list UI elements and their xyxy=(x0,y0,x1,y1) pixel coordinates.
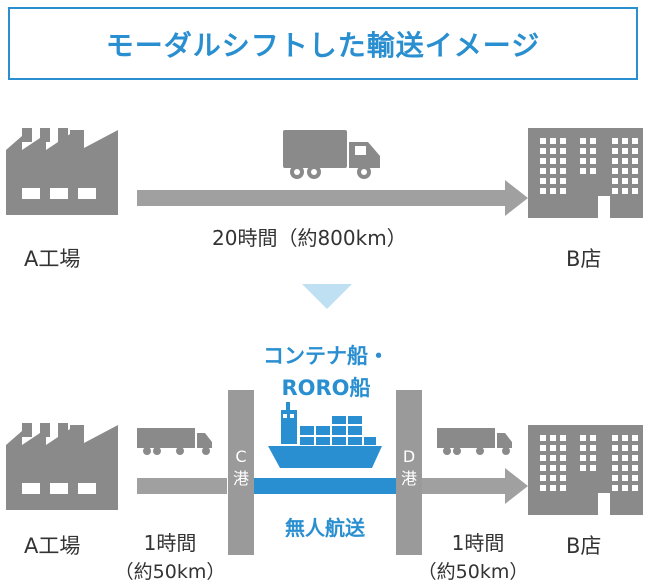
port-d-letter: D xyxy=(402,447,416,466)
port-c-pillar xyxy=(228,390,254,555)
right-leg-time: 1時間 xyxy=(451,531,505,555)
down-arrow-icon xyxy=(302,284,352,309)
top-origin-label: A工場 xyxy=(24,247,81,271)
top-dest-label: B店 xyxy=(566,247,602,271)
top-route-label: 20時間（約800km） xyxy=(212,226,407,250)
right-road-arrow xyxy=(422,468,528,504)
building-icon xyxy=(528,425,643,515)
page-title: モーダルシフトした輸送イメージ xyxy=(105,28,541,62)
truck-icon xyxy=(283,130,380,179)
top-route-arrow xyxy=(137,180,528,216)
left-leg-distance: （約50km） xyxy=(114,561,226,583)
left-road-bar xyxy=(137,478,227,494)
ship-label-line1: コンテナ船・ xyxy=(263,344,389,368)
sea-route-bar xyxy=(254,478,396,494)
title-box: モーダルシフトした輸送イメージ xyxy=(8,7,638,80)
bottom-dest-label: B店 xyxy=(566,534,602,558)
right-leg-distance: （約50km） xyxy=(417,561,529,583)
container-ship-icon xyxy=(268,402,382,468)
bottom-origin-label: A工場 xyxy=(24,534,81,558)
sea-route-label: 無人航送 xyxy=(285,516,365,540)
port-c-letter: C xyxy=(235,447,247,466)
ship-label-line2: RORO船 xyxy=(281,376,371,400)
trailer-truck-icon xyxy=(137,428,212,455)
factory-icon xyxy=(6,128,118,215)
factory-icon xyxy=(6,423,118,510)
port-c-kanji: 港 xyxy=(232,469,249,488)
building-icon xyxy=(528,128,643,218)
trailer-truck-icon xyxy=(437,428,512,455)
left-leg-time: 1時間 xyxy=(143,531,197,555)
port-d-pillar xyxy=(396,390,422,555)
port-d-kanji: 港 xyxy=(400,469,417,488)
